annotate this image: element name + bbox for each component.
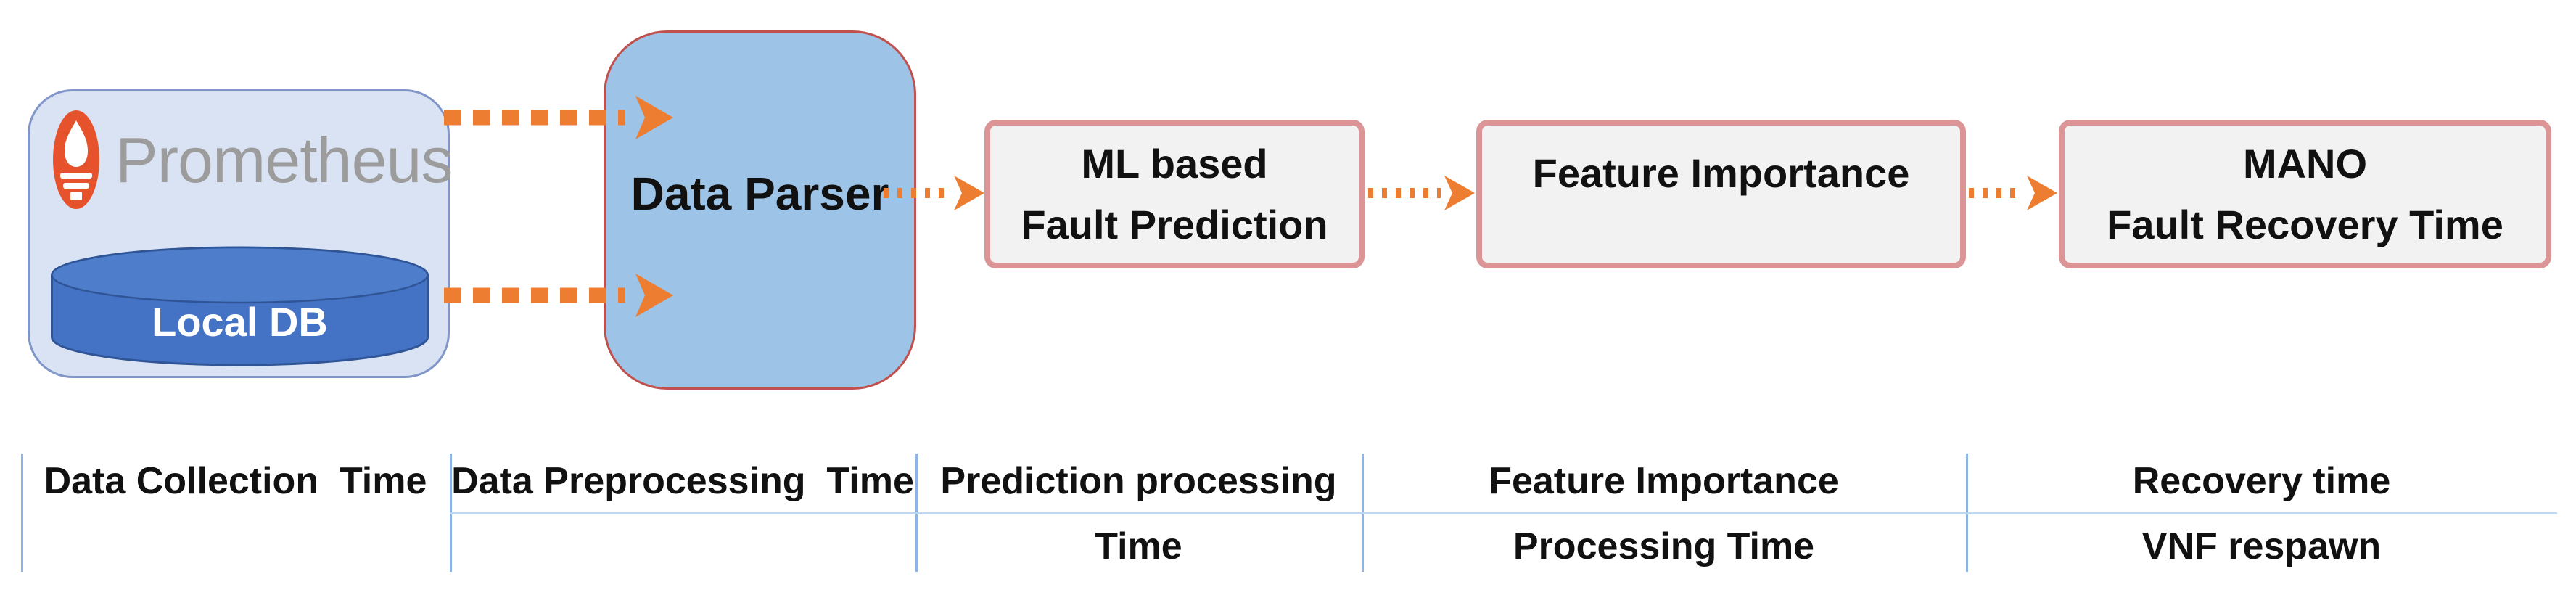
stage-mano-fault-recovery: MANO Fault Recovery Time <box>2059 120 2551 268</box>
local-db-label: Local DB <box>152 299 328 345</box>
timeline-cell-feature-importance-2: Processing Time <box>1513 525 1815 567</box>
prometheus-box: Prometheus Local DB <box>28 89 453 378</box>
stage-label-line: ML based <box>1081 140 1268 186</box>
table-rule-vertical <box>21 454 23 572</box>
stage-label-line: Fault Prediction <box>1021 201 1328 247</box>
timeline-cell-data-preprocessing: Data Preprocessing Time <box>451 460 914 502</box>
stage-feature-importance: Feature Importance <box>1476 120 1966 268</box>
timeline-cell-recovery-time: Recovery time <box>2132 460 2391 502</box>
local-db-cylinder: Local DB <box>51 246 429 367</box>
stage-label-line: MANO <box>2242 140 2368 186</box>
stage-label-line: Feature Importance <box>1532 150 1910 196</box>
arrowhead-icon <box>954 176 984 210</box>
data-parser-label: Data Parser <box>630 168 889 220</box>
timeline-cell-feature-importance: Feature Importance <box>1489 460 1839 502</box>
stage-ml-fault-prediction: ML based Fault Prediction <box>984 120 1365 268</box>
arrowhead-icon <box>1444 176 1475 210</box>
timeline-cell-data-collection: Data Collection Time <box>44 460 427 502</box>
timeline-cell-prediction-processing: Prediction processing <box>940 460 1337 502</box>
stage-label-line: Fault Recovery Time <box>2107 201 2503 247</box>
prometheus-title: Prometheus <box>115 124 453 196</box>
prometheus-flame-icon <box>52 109 101 210</box>
data-parser-box: Data Parser <box>604 30 916 390</box>
timeline-cell-vnf-respawn: VNF respawn <box>2141 525 2382 567</box>
arrowhead-icon <box>2027 176 2057 210</box>
table-rule-horizontal <box>450 512 2557 514</box>
timeline-cell-prediction-processing-2: Time <box>1095 525 1182 567</box>
